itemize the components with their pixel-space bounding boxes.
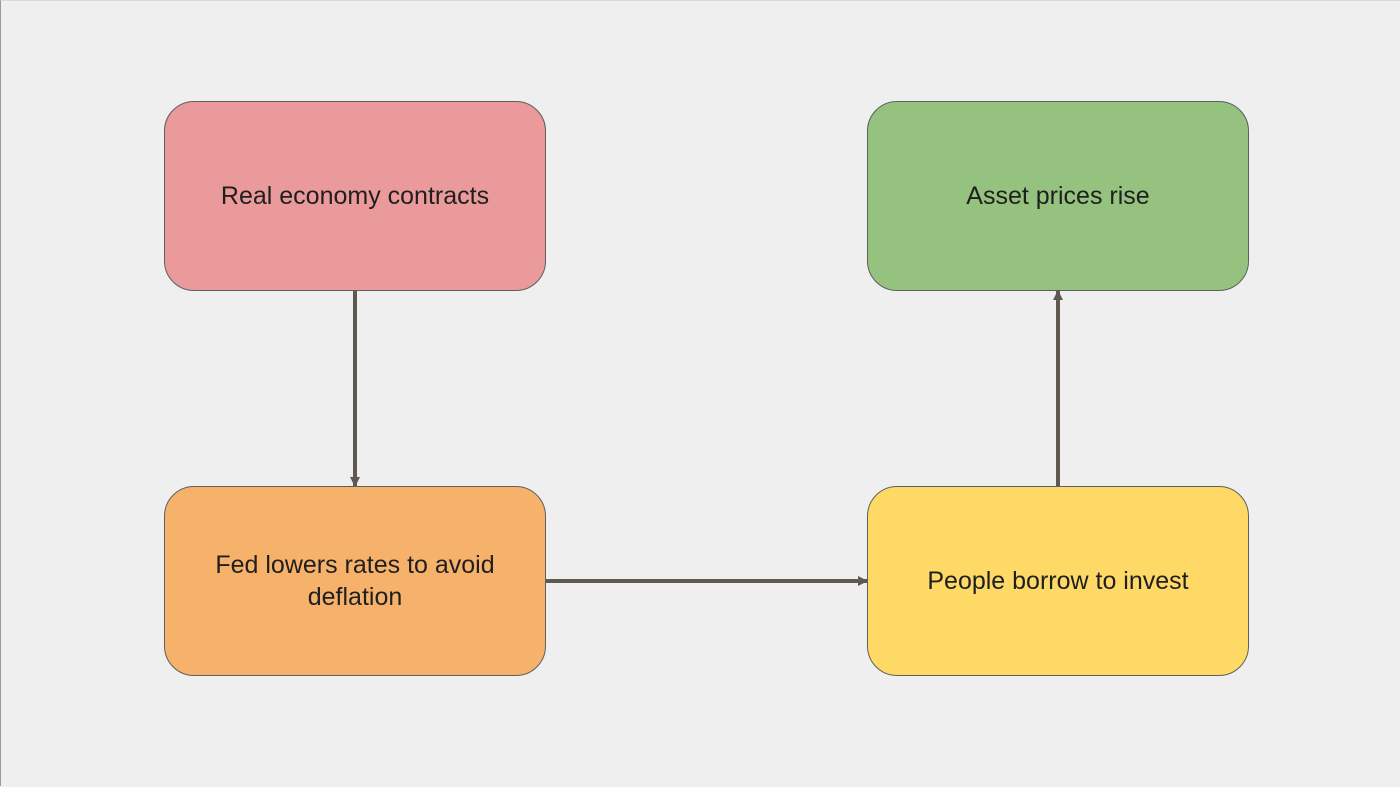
node-fed-lowers-rates[interactable]: Fed lowers rates to avoid deflation [164, 486, 546, 676]
node-people-borrow-to-invest[interactable]: People borrow to invest [867, 486, 1249, 676]
node-label: Asset prices rise [966, 182, 1150, 210]
node-label: People borrow to invest [927, 567, 1189, 595]
node-label: Real economy contracts [220, 182, 490, 210]
node-label: Fed lowers rates to avoid deflation [215, 551, 495, 611]
node-real-economy-contracts[interactable]: Real economy contracts [164, 101, 546, 291]
node-asset-prices-rise[interactable]: Asset prices rise [867, 101, 1249, 291]
